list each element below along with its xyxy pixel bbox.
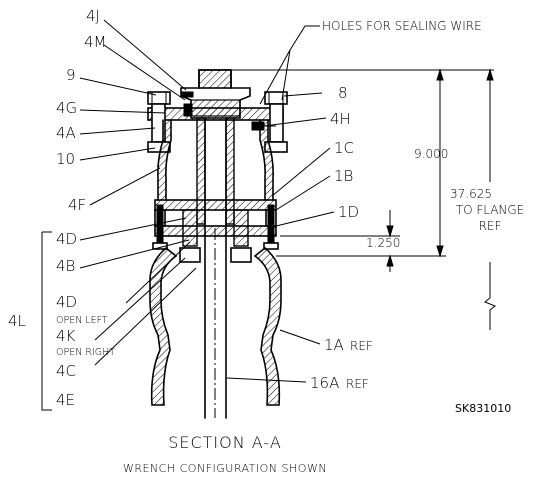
callout-8: 8 bbox=[338, 84, 348, 102]
dimension-37625: 37.625 bbox=[450, 187, 492, 201]
dimension-9000: 9.000 bbox=[414, 147, 448, 161]
section-title: SECTION A-A bbox=[168, 433, 282, 452]
dimension-labels: 9.000 1.250 37.625 TO FLANGE REF bbox=[366, 147, 524, 250]
mid-flange bbox=[152, 199, 279, 263]
valve-assembly bbox=[147, 69, 288, 419]
callout-4M: 4M bbox=[84, 33, 107, 51]
label-open-right: OPEN RIGHT bbox=[56, 347, 115, 358]
callout-4G: 4G bbox=[56, 99, 77, 117]
callout-9: 9 bbox=[66, 66, 76, 84]
callout-1D: 1D bbox=[338, 203, 359, 221]
lower-body-1A bbox=[149, 246, 282, 406]
dimension-to-flange: TO FLANGE bbox=[456, 203, 525, 217]
callout-4D-top: 4D bbox=[56, 230, 77, 248]
callout-4F: 4F bbox=[68, 196, 86, 214]
callout-4K: 4K bbox=[56, 327, 76, 345]
callout-4H: 4H bbox=[330, 110, 351, 128]
callout-10: 10 bbox=[56, 150, 75, 168]
dimension-1250: 1.250 bbox=[366, 236, 400, 250]
stem-16A bbox=[204, 224, 227, 419]
callout-4J: 4J bbox=[86, 7, 100, 25]
callout-4B: 4B bbox=[56, 257, 75, 275]
callout-16A-ref: REF bbox=[346, 377, 369, 391]
dimension-lines bbox=[232, 68, 496, 330]
section-subtitle: WRENCH CONFIGURATION SHOWN bbox=[123, 462, 327, 475]
callout-4A: 4A bbox=[56, 124, 76, 142]
callout-4E: 4E bbox=[56, 391, 75, 409]
drawing-number: SK831010 bbox=[455, 402, 511, 415]
callout-1B: 1B bbox=[334, 167, 353, 185]
callout-4D-bottom: 4D bbox=[56, 293, 77, 311]
label-open-left: OPEN LEFT bbox=[56, 315, 108, 326]
callout-1A: 1A bbox=[324, 336, 344, 354]
dimension-ref: REF bbox=[479, 219, 502, 233]
leader-lines bbox=[41, 19, 335, 411]
callout-4L: 4L bbox=[8, 312, 26, 330]
callout-16A: 16A bbox=[310, 374, 339, 392]
callout-labels: 4J 4M 9 4G 4A 10 4F 4D 4B 4L 4D OPEN LEF… bbox=[8, 7, 482, 409]
callout-1C: 1C bbox=[334, 139, 354, 157]
top-flange bbox=[147, 91, 288, 153]
bonnet-body bbox=[157, 119, 274, 201]
note-holes-sealing-wire: HOLES FOR SEALING WIRE bbox=[322, 19, 482, 33]
callout-4C: 4C bbox=[56, 362, 76, 380]
callout-1A-ref: REF bbox=[350, 339, 373, 353]
